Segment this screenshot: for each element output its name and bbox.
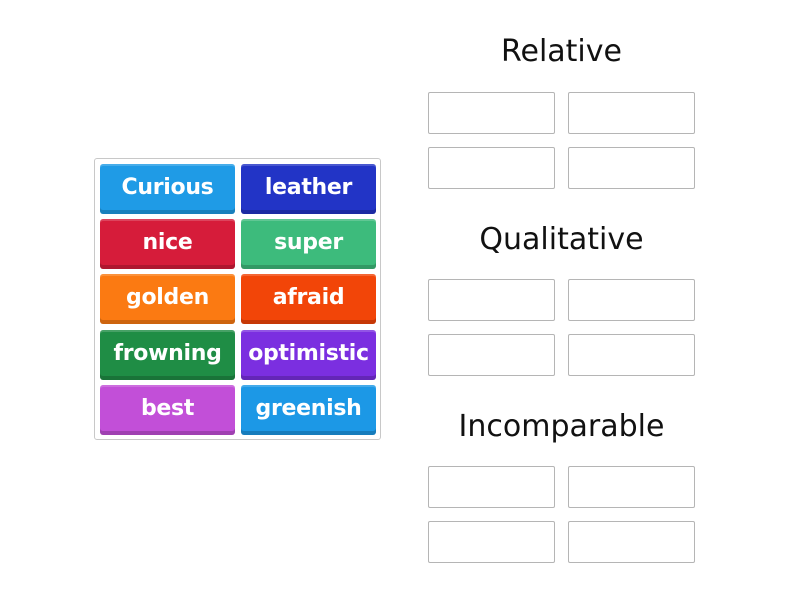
word-tile[interactable]: frowning <box>100 330 235 380</box>
word-tile[interactable]: greenish <box>241 385 376 435</box>
group-title-relative: Relative <box>501 34 622 69</box>
word-tile[interactable]: golden <box>100 274 235 324</box>
tile-label: greenish <box>255 395 362 421</box>
drop-slot[interactable] <box>568 521 695 563</box>
tile-label: best <box>140 395 195 421</box>
drop-slot[interactable] <box>568 279 695 321</box>
tile-label: super <box>274 229 343 255</box>
tile-label: golden <box>126 284 209 310</box>
drop-slot[interactable] <box>428 521 555 563</box>
group-title-incomparable: Incomparable <box>458 409 665 444</box>
drop-slot[interactable] <box>568 147 695 189</box>
tile-label: frowning <box>113 340 222 366</box>
tile-label: leather <box>264 174 353 200</box>
word-tile[interactable]: optimistic <box>241 330 376 380</box>
word-tile[interactable]: super <box>241 219 376 269</box>
word-tile[interactable]: best <box>100 385 235 435</box>
drop-slot[interactable] <box>428 466 555 508</box>
word-tile[interactable]: leather <box>241 164 376 214</box>
drop-slot[interactable] <box>428 92 555 134</box>
drop-slot[interactable] <box>428 279 555 321</box>
drop-slot[interactable] <box>568 92 695 134</box>
drop-slot[interactable] <box>568 334 695 376</box>
word-tile[interactable]: afraid <box>241 274 376 324</box>
group-title-qualitative: Qualitative <box>479 222 644 257</box>
word-tile[interactable]: nice <box>100 219 235 269</box>
drop-slot[interactable] <box>568 466 695 508</box>
tile-label: afraid <box>272 284 345 310</box>
drop-slot[interactable] <box>428 147 555 189</box>
tile-label: Curious <box>121 174 214 200</box>
drop-slot[interactable] <box>428 334 555 376</box>
tile-label: optimistic <box>248 340 369 366</box>
tile-label: nice <box>142 229 193 255</box>
word-tile[interactable]: Curious <box>100 164 235 214</box>
